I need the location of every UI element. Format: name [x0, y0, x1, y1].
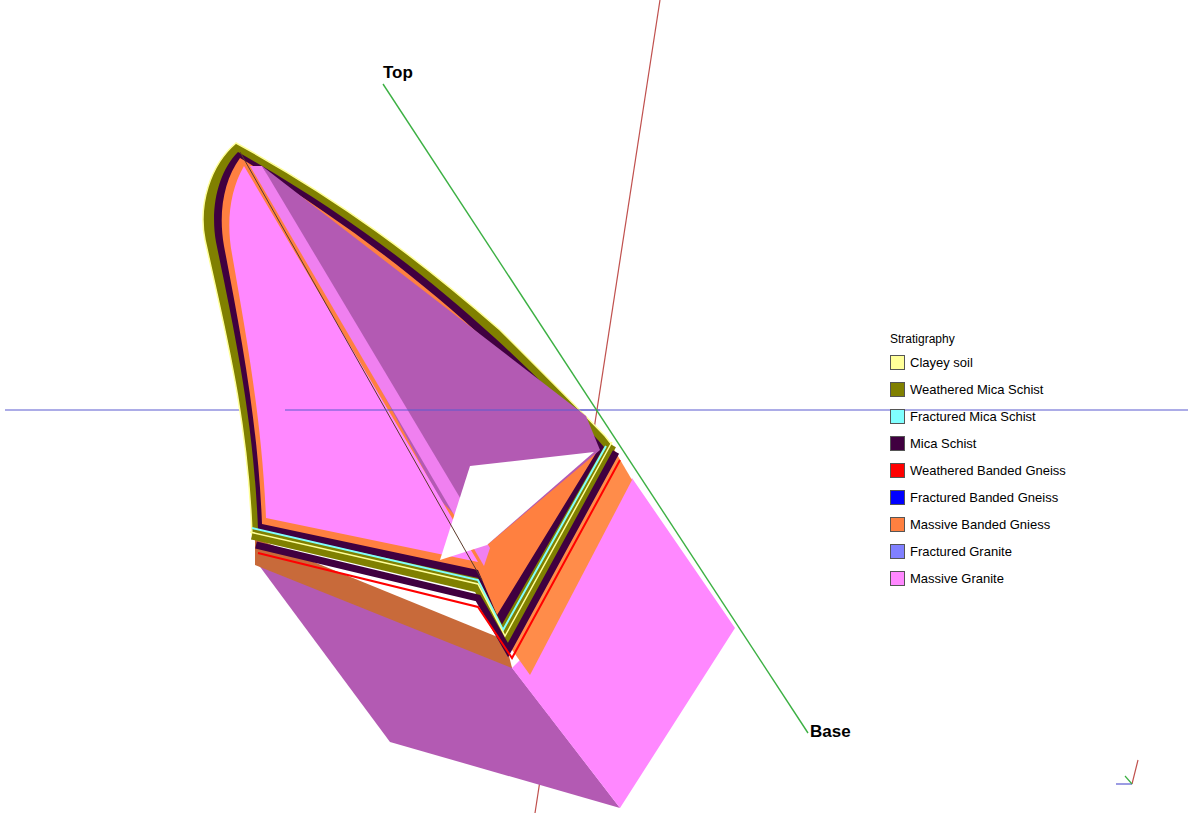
- legend-entry: Weathered Banded Gneiss: [890, 463, 1066, 478]
- legend-entry: Weathered Mica Schist: [890, 382, 1043, 397]
- triad-axis: [1125, 776, 1132, 784]
- legend-text: Fractured Banded Gneiss: [910, 490, 1058, 505]
- triad-axis: [1132, 760, 1138, 784]
- legend-swatch: [890, 517, 905, 532]
- granite-face: [229, 166, 478, 562]
- axis-line: [383, 84, 808, 733]
- legend-text: Fractured Mica Schist: [910, 409, 1036, 424]
- legend-entry: Mica Schist: [890, 436, 976, 451]
- front-band: [258, 460, 620, 658]
- legend-entry: Clayey soil: [890, 355, 973, 370]
- edge-line: [240, 152, 482, 580]
- legend-swatch: [890, 571, 905, 586]
- legend-swatch: [890, 409, 905, 424]
- front-band: [252, 445, 612, 640]
- legend-swatch: [890, 382, 905, 397]
- legend-swatch: [890, 490, 905, 505]
- legend-text: Weathered Banded Gneiss: [910, 463, 1066, 478]
- axis-end-label: Top: [383, 63, 413, 83]
- legend-text: Mica Schist: [910, 436, 976, 451]
- legend-swatch: [890, 544, 905, 559]
- legend-text: Clayey soil: [910, 355, 973, 370]
- legend-text: Fractured Granite: [910, 544, 1012, 559]
- granite-face: [250, 166, 490, 566]
- legend-swatch: [890, 355, 905, 370]
- axis-line: [285, 409, 600, 410]
- legend-entry: Massive Banded Gniess: [890, 517, 1050, 532]
- legend-text: Massive Banded Gniess: [910, 517, 1050, 532]
- legend-swatch: [890, 463, 905, 478]
- legend-heading: Stratigraphy: [890, 332, 955, 346]
- legend-text: Weathered Mica Schist: [910, 382, 1043, 397]
- model-gap: [440, 452, 594, 560]
- legend-text: Massive Granite: [910, 571, 1004, 586]
- axis-end-label: Base: [810, 722, 851, 742]
- front-band: [256, 452, 616, 650]
- legend-swatch: [890, 436, 905, 451]
- legend-entry: Fractured Granite: [890, 544, 1012, 559]
- legend-entry: Massive Granite: [890, 571, 1004, 586]
- front-band: [250, 442, 612, 636]
- triad-axis: [1116, 783, 1132, 784]
- front-band: [252, 446, 606, 630]
- legend-entry: Fractured Mica Schist: [890, 409, 1036, 424]
- legend-entry: Fractured Banded Gneiss: [890, 490, 1058, 505]
